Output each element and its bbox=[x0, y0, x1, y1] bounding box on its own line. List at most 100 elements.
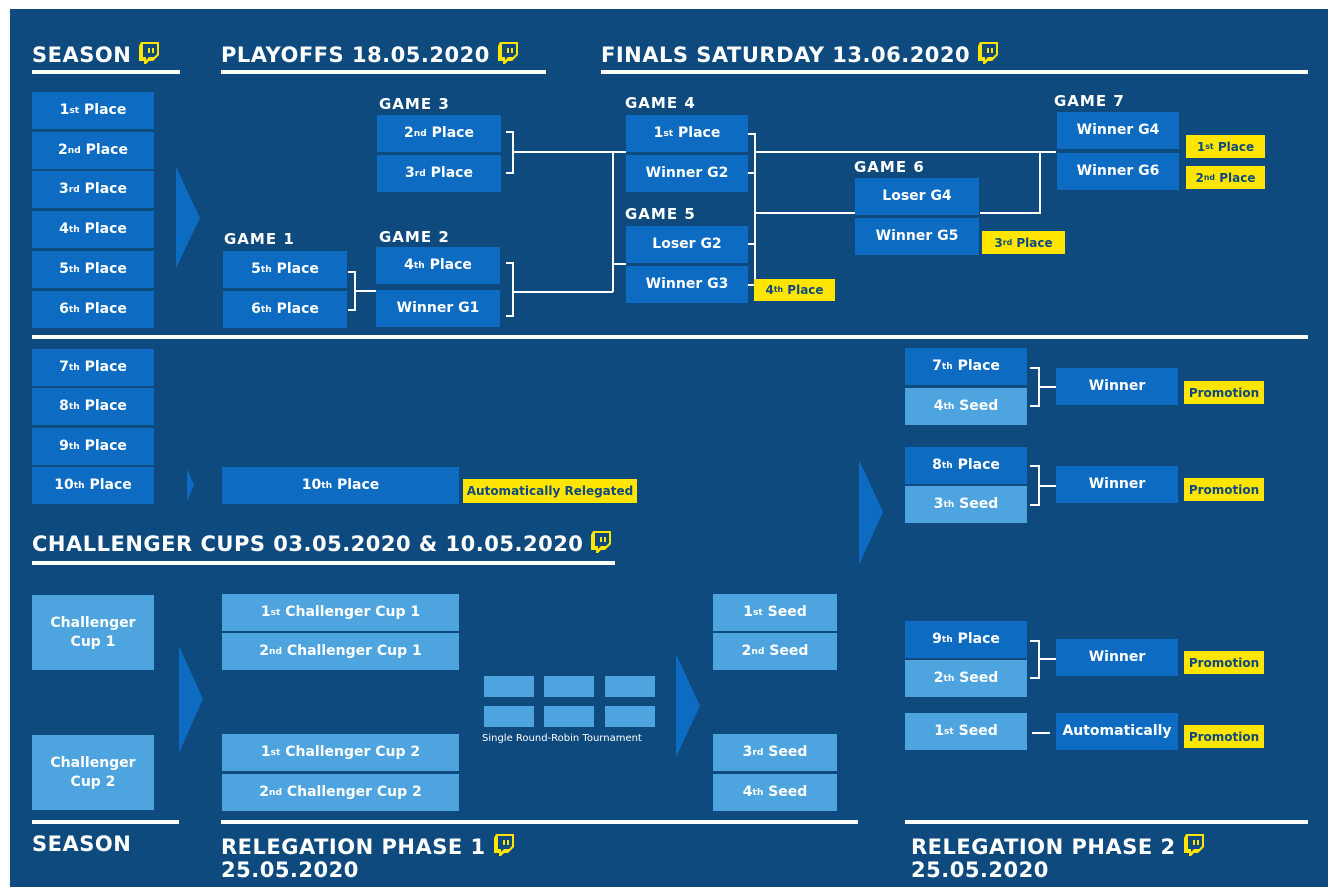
round-robin-cell bbox=[484, 676, 534, 697]
round-robin-cell bbox=[605, 706, 655, 727]
header-finals: FINALS SATURDAY 13.06.2020 bbox=[601, 42, 999, 66]
connector-g3 bbox=[506, 131, 514, 174]
game-6-label: GAME 6 bbox=[854, 158, 925, 176]
g2-team-bottom: Winner G1 bbox=[376, 290, 500, 327]
r2-m3-winner: Winner bbox=[1056, 639, 1178, 676]
g6-team-top: Loser G4 bbox=[855, 178, 979, 215]
header-playoffs: PLAYOFFS 18.05.2020 bbox=[221, 42, 518, 66]
header-season: SEASON bbox=[32, 42, 160, 66]
rule-relegation2 bbox=[905, 820, 1308, 824]
r2-m4-result: Automatically bbox=[1056, 713, 1178, 750]
connector-g4 bbox=[748, 133, 756, 174]
connector-g1 bbox=[348, 271, 356, 311]
g4-team-bottom: Winner G2 bbox=[626, 155, 748, 192]
automatically-relegated-tag: Automatically Relegated bbox=[463, 479, 637, 503]
round-robin-cell bbox=[484, 706, 534, 727]
g7-team-top: Winner G4 bbox=[1057, 112, 1179, 149]
twitch-icon[interactable] bbox=[978, 42, 999, 64]
twitch-icon[interactable] bbox=[497, 42, 518, 64]
game-5-label: GAME 5 bbox=[625, 205, 696, 223]
g5-team-top: Loser G2 bbox=[626, 226, 748, 263]
r2-m2-promotion-tag: Promotion bbox=[1184, 478, 1264, 501]
challenger-cup-2: Challenger Cup 2 bbox=[32, 735, 154, 810]
arrow-to-relegation2 bbox=[859, 460, 883, 565]
g7-team-bottom: Winner G6 bbox=[1057, 153, 1179, 190]
header-season-bottom: SEASON bbox=[32, 832, 132, 856]
twitch-icon[interactable] bbox=[591, 531, 612, 553]
round-robin-label: Single Round-Robin Tournament bbox=[482, 733, 642, 744]
r2-m2-winner: Winner bbox=[1056, 466, 1178, 503]
r2-m1-winner: Winner bbox=[1056, 368, 1178, 405]
bracket-connectors bbox=[176, 131, 1056, 757]
connector-r2-m3 bbox=[1030, 640, 1040, 679]
connector-g2 bbox=[506, 262, 514, 317]
game-7-label: GAME 7 bbox=[1054, 92, 1125, 110]
r2-m4-promotion-tag: Promotion bbox=[1184, 725, 1264, 748]
r2-m3-promotion-tag: Promotion bbox=[1184, 651, 1264, 674]
twitch-icon[interactable] bbox=[139, 42, 160, 64]
g6-team-bottom: Winner G5 bbox=[855, 218, 979, 255]
g5-team-bottom: Winner G3 bbox=[626, 266, 748, 303]
rule-season-bottom bbox=[32, 820, 179, 824]
connector-r2-m2 bbox=[1030, 465, 1040, 506]
challenger-cup-1: Challenger Cup 1 bbox=[32, 595, 154, 670]
round-robin-cell bbox=[544, 676, 594, 697]
rule-relegation1 bbox=[221, 820, 858, 824]
rule-divider bbox=[32, 335, 1308, 339]
arrow-10th-place bbox=[187, 469, 194, 501]
rule-season-top bbox=[32, 70, 180, 74]
round-robin-cell bbox=[605, 676, 655, 697]
game-4-label: GAME 4 bbox=[625, 94, 696, 112]
header-challenger-cups: CHALLENGER CUPS 03.05.2020 & 10.05.2020 bbox=[32, 531, 612, 555]
game-1-label: GAME 1 bbox=[224, 230, 295, 248]
game-2-label: GAME 2 bbox=[379, 228, 450, 246]
arrow-cups-to-qualifiers bbox=[179, 646, 203, 753]
connector-r2-m1 bbox=[1030, 367, 1040, 407]
game-3-label: GAME 3 bbox=[379, 95, 450, 113]
twitch-icon[interactable] bbox=[493, 834, 514, 856]
rule-finals bbox=[601, 70, 1308, 74]
arrow-season-to-playoffs bbox=[176, 167, 200, 268]
arrow-roundrobin-to-seeds bbox=[676, 654, 700, 757]
rule-playoffs bbox=[221, 70, 546, 74]
twitch-icon[interactable] bbox=[1183, 834, 1204, 856]
round-robin-cell bbox=[544, 706, 594, 727]
rule-challenger bbox=[32, 561, 615, 565]
